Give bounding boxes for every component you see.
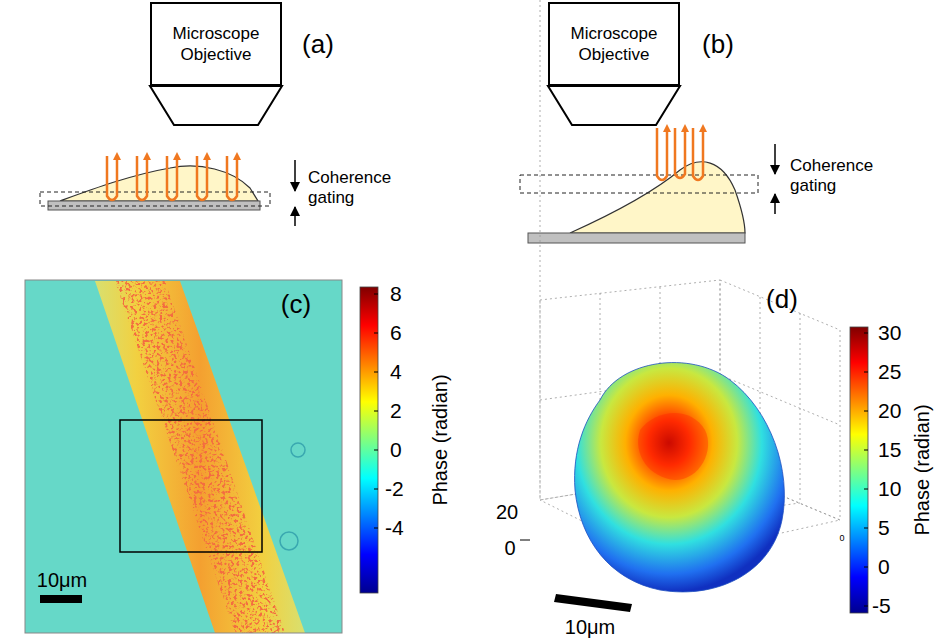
colorbar-tick: 0	[878, 555, 890, 579]
colorbar-tick: -4	[385, 516, 404, 540]
gating-label: Coherence gating	[790, 156, 890, 195]
axis-tick-label: 0	[504, 537, 515, 560]
colorbar-tick: 25	[878, 360, 901, 384]
objective-lens	[548, 86, 680, 125]
objective-label: Microscope Objective	[556, 23, 672, 66]
panel-letter: (b)	[702, 30, 734, 60]
objective-lens	[150, 86, 282, 125]
roi-box	[120, 420, 262, 552]
objective-box: Microscope Objective	[548, 2, 680, 86]
colorbar-tick: 30	[878, 321, 901, 345]
colorbar-tick: 20	[878, 399, 901, 423]
colorbar-tick: 5	[878, 516, 890, 540]
colorbar-tick: 4	[390, 360, 402, 384]
light-paths	[657, 128, 703, 180]
panel-letter: (d)	[766, 285, 798, 315]
scale-label: 10μm	[37, 569, 87, 592]
scale-bar	[40, 595, 82, 603]
colorbar-tick: 8	[390, 282, 402, 306]
panel-letter: (a)	[302, 30, 334, 60]
surface-peak	[638, 413, 708, 480]
scale-bar	[554, 594, 632, 612]
gating-label: Coherence gating	[308, 168, 408, 207]
scale-label: 10μm	[565, 616, 615, 639]
colorbar-title: Phase (radian)	[429, 374, 452, 505]
axis-tick	[520, 540, 530, 541]
colorbar-ticks	[374, 294, 378, 528]
phase-surface	[575, 363, 785, 592]
phase-image	[25, 280, 342, 633]
colorbar-ticks	[864, 333, 868, 606]
panel-letter: (c)	[281, 290, 311, 320]
gate-arrow	[774, 194, 776, 214]
coherence-gate	[520, 175, 758, 193]
objective-label: Microscope Objective	[158, 23, 274, 66]
gate-arrow	[294, 160, 296, 191]
colorbar-tick: -5	[872, 594, 891, 618]
colorbar-tick: -2	[385, 477, 404, 501]
colorbar	[360, 287, 378, 593]
objective-box: Microscope Objective	[150, 2, 282, 86]
light-paths	[107, 156, 237, 200]
gate-arrow	[294, 207, 296, 226]
gate-arrow	[774, 144, 776, 174]
image-frame	[25, 280, 342, 633]
colorbar-title: Phase (radian)	[911, 404, 934, 535]
axis-tick-label: 20	[496, 501, 518, 524]
colorbar-tick: 6	[390, 321, 402, 345]
substrate	[528, 233, 745, 243]
colorbar-tick: 0	[390, 438, 402, 462]
axis-tick-label: 0	[839, 533, 844, 543]
colorbar-tick: 10	[878, 477, 901, 501]
colorbar-tick: 2	[390, 399, 402, 423]
colorbar	[850, 327, 868, 613]
colorbar-tick: 15	[878, 438, 901, 462]
